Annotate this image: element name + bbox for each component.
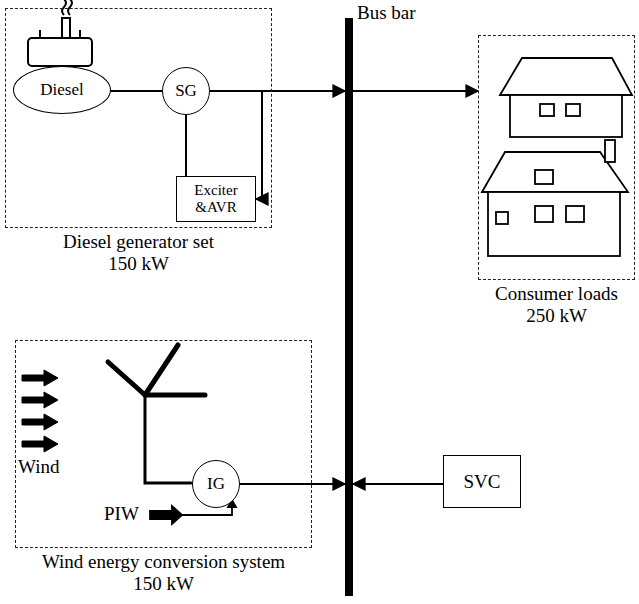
consumer-loads-group: Consumer loads250 kW — [478, 35, 635, 280]
group-caption: Consumer loads250 kW — [459, 283, 639, 327]
power-line — [353, 90, 478, 92]
svc-box: SVC — [443, 455, 521, 508]
diesel-engine-body: Diesel — [13, 66, 111, 114]
node-label: IG — [207, 474, 225, 494]
induction-generator: IG — [192, 460, 240, 508]
wind-label: Wind — [18, 456, 59, 478]
group-label: 250 kW — [459, 305, 639, 327]
node-label: Diesel — [40, 80, 83, 100]
wind-arrows — [22, 370, 58, 452]
group-label: Diesel generator set — [0, 231, 291, 253]
power-line — [111, 90, 162, 92]
diesel-engine — [28, 0, 92, 66]
group-label: Wind energy conversion system — [0, 551, 331, 573]
node-label: SVC — [464, 471, 501, 493]
power-line — [353, 483, 443, 485]
power-signal-label: PIW — [104, 503, 139, 525]
node-label: Exciter &AVR — [177, 182, 255, 217]
power-line — [185, 115, 187, 176]
group-label: 150 kW — [0, 573, 331, 595]
group-label: Consumer loads — [459, 283, 639, 305]
power-line — [240, 483, 345, 485]
wind-turbine — [108, 345, 205, 483]
group-label: 150 kW — [0, 253, 291, 275]
wind-system-group: Wind energy conversion system150 kWIG — [15, 340, 312, 548]
diesel-generator-group: Diesel generator set150 kWDieselSGExcite… — [5, 8, 272, 228]
node-label: Bus bar — [357, 2, 416, 24]
node-label: SG — [175, 81, 197, 101]
exciter-avr-box: Exciter &AVR — [176, 176, 256, 222]
group-caption: Wind energy conversion system150 kW — [0, 551, 331, 595]
synchronous-generator: SG — [162, 67, 210, 115]
houses — [482, 58, 632, 256]
bus-bar: Bus bar — [345, 18, 353, 596]
group-caption: Diesel generator set150 kW — [0, 231, 291, 275]
